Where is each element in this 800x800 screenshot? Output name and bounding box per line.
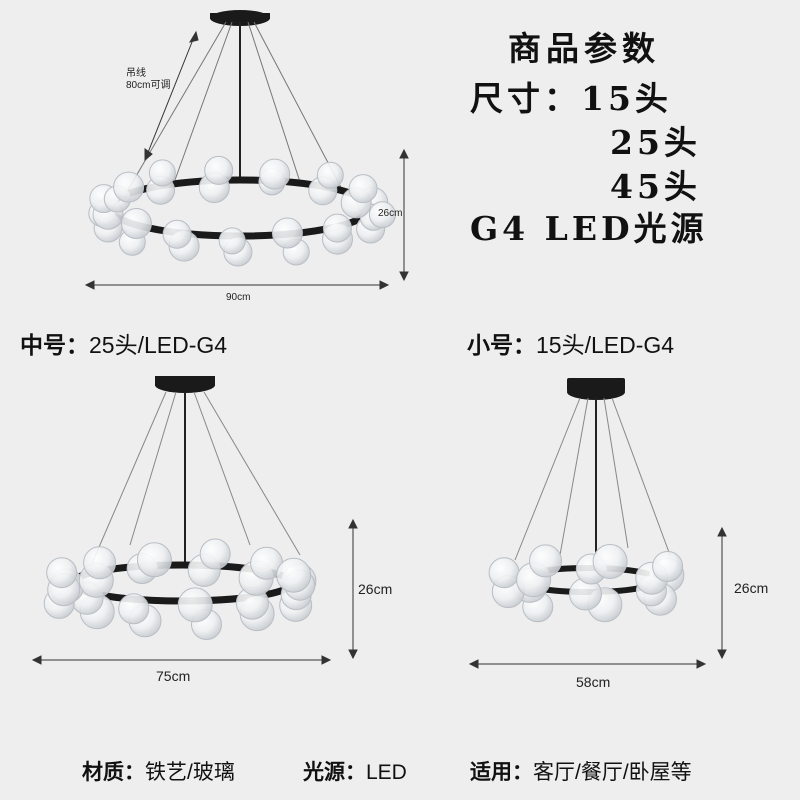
medium-height-label: 26cm — [358, 581, 393, 597]
light-source-spec: G4 LED光源 — [470, 209, 708, 248]
glass-globes — [43, 538, 317, 640]
glass-globe — [218, 227, 246, 255]
glass-globe — [529, 544, 562, 578]
medium-width-label: 75cm — [156, 668, 191, 684]
usage-spec: 适用：客厅/餐厅/卧屋等 — [470, 761, 692, 784]
glass-globe — [204, 155, 234, 185]
size-option-15: 15头 — [581, 79, 672, 118]
glass-globe — [652, 551, 684, 582]
glass-globe — [199, 538, 231, 570]
glass-globe — [488, 557, 520, 589]
glass-globe — [120, 208, 152, 239]
glass-globe — [276, 557, 312, 593]
medium-chandelier-illustration — [43, 376, 317, 640]
glass-globe — [118, 593, 150, 625]
glass-globes — [488, 544, 685, 623]
small-size-label: 小号：15头/LED-G4 — [467, 332, 675, 358]
medium-size-label: 中号：25头/LED-G4 — [20, 332, 228, 358]
glass-globe — [259, 158, 291, 190]
parameters-title: 商品参数 — [508, 29, 660, 68]
glass-globe — [83, 546, 117, 580]
glass-globe — [148, 159, 176, 187]
glass-globe — [136, 542, 172, 578]
small-height-label: 26cm — [734, 580, 769, 596]
large-chandelier-illustration — [88, 10, 396, 267]
glass-globe — [316, 161, 344, 189]
small-chandelier-illustration — [488, 378, 685, 623]
material-spec: 材质：铁艺/玻璃 — [82, 761, 235, 784]
small-width-label: 58cm — [576, 674, 611, 690]
size-option-25: 25头 — [610, 123, 701, 162]
glass-globes — [88, 155, 396, 267]
glass-globe — [162, 219, 192, 249]
large-width-label: 90cm — [226, 292, 251, 303]
glass-globe — [592, 544, 628, 579]
glass-globe — [113, 171, 145, 203]
glass-globe — [177, 587, 213, 623]
cord-length-arrow — [144, 31, 197, 161]
glass-globe — [271, 217, 303, 249]
cord-length-label: 80cm可调 — [126, 80, 171, 91]
size-option-45: 45头 — [610, 167, 701, 206]
cord-label: 吊线 — [126, 68, 146, 79]
glass-globe — [322, 213, 352, 243]
size-label: 尺寸： — [470, 79, 581, 118]
glass-globe — [368, 201, 396, 229]
glass-globe — [46, 557, 78, 589]
glass-globe — [348, 174, 378, 204]
light-spec: 光源：LED — [303, 761, 407, 784]
large-height-label: 26cm — [378, 208, 403, 219]
